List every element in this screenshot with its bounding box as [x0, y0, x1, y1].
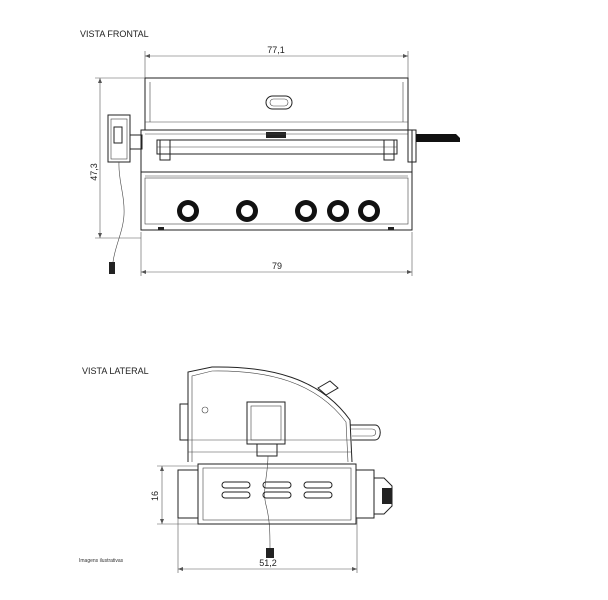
front-width-bottom-dimension: 79	[140, 232, 413, 276]
front-view-title: VISTA FRONTAL	[80, 29, 149, 39]
front-width-bottom-label: 79	[272, 261, 282, 271]
illustrative-note: Imagens ilustrativas	[79, 558, 124, 564]
side-control-box	[107, 114, 143, 274]
side-lid	[179, 366, 381, 463]
front-width-top-label: 77,1	[267, 45, 285, 55]
side-depth-label: 51,2	[259, 558, 277, 568]
control-panel	[140, 171, 413, 231]
front-height-label: 47,3	[89, 163, 99, 181]
vent-slots	[221, 481, 333, 499]
side-control-box-lateral	[246, 401, 286, 558]
front-width-top-dimension: 77,1	[144, 45, 409, 78]
side-height-label: 16	[150, 491, 160, 501]
grill-lid	[144, 77, 409, 138]
side-depth-dimension: 51,2	[177, 518, 358, 573]
lid-temperature-badge	[265, 95, 293, 110]
side-view-title: VISTA LATERAL	[82, 366, 149, 376]
brand-logo	[266, 132, 286, 138]
front-height-dimension: 47,3	[89, 77, 145, 239]
side-base	[177, 463, 393, 525]
rotisserie-handle	[407, 129, 460, 163]
side-height-dimension: 16	[150, 465, 198, 525]
